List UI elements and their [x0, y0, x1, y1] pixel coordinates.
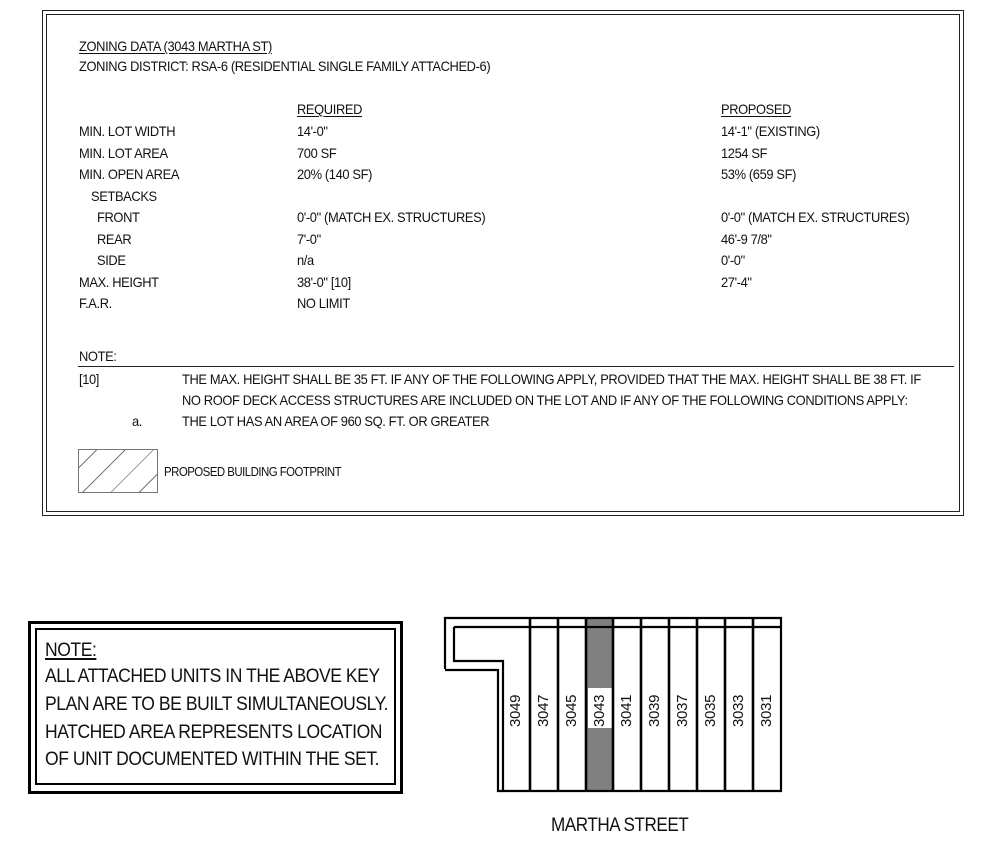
street-label: MARTHA STREET — [551, 815, 689, 836]
row-proposed: 27'-4" — [721, 274, 752, 290]
row-proposed: 46'-9 7/8" — [721, 231, 772, 247]
unit-label-3047: 3047 — [535, 694, 552, 727]
unit-label-3039: 3039 — [646, 694, 663, 727]
row-required: 700 SF — [297, 145, 337, 161]
notebox-line-1: ALL ATTACHED UNITS IN THE ABOVE KEY — [45, 665, 380, 687]
hatch-pattern-icon — [78, 449, 158, 493]
note-heading: NOTE: — [79, 348, 117, 364]
row-required: 0'-0" (MATCH EX. STRUCTURES) — [297, 209, 486, 225]
zoning-title: ZONING DATA (3043 MARTHA ST) — [79, 38, 272, 54]
unit-label-3035: 3035 — [702, 694, 719, 727]
row-proposed: 53% (659 SF) — [721, 166, 797, 182]
row-proposed: 14'-1" (EXISTING) — [721, 123, 820, 139]
notebox-heading: NOTE: — [45, 639, 97, 661]
row-required: n/a — [297, 252, 314, 268]
notebox-line-2: PLAN ARE TO BE BUILT SIMULTANEOUSLY. — [45, 693, 389, 715]
row-label: MIN. LOT AREA — [79, 145, 168, 161]
note-sub-text: THE LOT HAS AN AREA OF 960 SQ. FT. OR GR… — [182, 413, 490, 429]
row-proposed: 0'-0" — [721, 252, 745, 268]
row-required: 38'-0" [10] — [297, 274, 351, 290]
notebox-frame — [28, 621, 403, 794]
unit-label-3043: 3043 — [591, 694, 608, 727]
row-proposed: 1254 SF — [721, 145, 768, 161]
row-required: 7'-0" — [297, 231, 321, 247]
row-required: 14'-0" — [297, 123, 328, 139]
note-ref: [10] — [79, 371, 100, 387]
unit-label-3049: 3049 — [507, 694, 524, 727]
row-label: MIN. OPEN AREA — [79, 166, 180, 182]
notebox-frame-inner — [35, 628, 396, 785]
legend-label: PROPOSED BUILDING FOOTPRINT — [164, 464, 342, 479]
notebox-line-4: OF UNIT DOCUMENTED WITHIN THE SET. — [45, 748, 380, 770]
row-required: 20% (140 SF) — [297, 166, 373, 182]
zoning-data-frame-inner — [46, 14, 960, 512]
row-label: MAX. HEIGHT — [79, 274, 159, 290]
unit-label-3037: 3037 — [674, 694, 691, 727]
unit-label-3041: 3041 — [618, 694, 635, 727]
row-proposed: 0'-0" (MATCH EX. STRUCTURES) — [721, 209, 910, 225]
notebox-line-3: HATCHED AREA REPRESENTS LOCATION — [45, 721, 383, 743]
unit-label-3031: 3031 — [758, 694, 775, 727]
zoning-data-frame — [42, 10, 964, 516]
row-label: REAR — [97, 231, 132, 247]
zoning-district: ZONING DISTRICT: RSA-6 (RESIDENTIAL SING… — [79, 58, 491, 74]
required-header: REQUIRED — [297, 101, 363, 117]
row-label: SETBACKS — [91, 188, 157, 204]
note-line-1: THE MAX. HEIGHT SHALL BE 35 FT. IF ANY O… — [182, 371, 921, 387]
row-label: MIN. LOT WIDTH — [79, 123, 176, 139]
proposed-header: PROPOSED — [721, 101, 792, 117]
row-label: SIDE — [97, 252, 126, 268]
note-divider — [78, 366, 954, 367]
row-label: F.A.R. — [79, 295, 112, 311]
unit-label-3033: 3033 — [730, 694, 747, 727]
unit-label-3045: 3045 — [563, 694, 580, 727]
note-sub-marker: a. — [132, 413, 143, 429]
row-required: NO LIMIT — [297, 295, 350, 311]
row-label: FRONT — [97, 209, 140, 225]
note-line-2: NO ROOF DECK ACCESS STRUCTURES ARE INCLU… — [182, 392, 908, 408]
